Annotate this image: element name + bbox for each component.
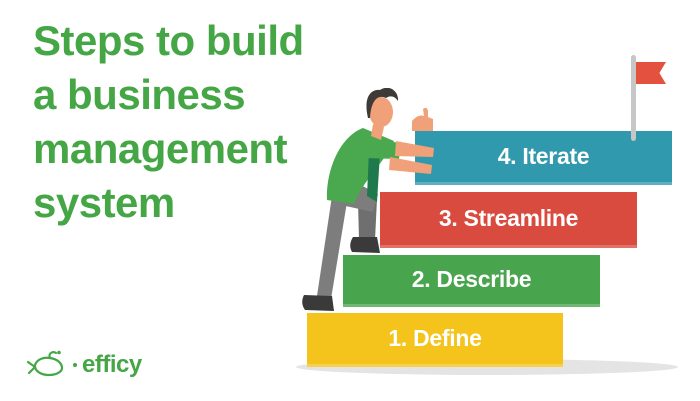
title-line: a business — [33, 71, 246, 118]
person-hair — [366, 88, 399, 118]
step-bar-4: 4. Iterate — [415, 131, 672, 185]
person-forearm-lower — [389, 157, 432, 174]
step-label: 2. Describe — [411, 266, 532, 292]
flag-pole — [631, 55, 636, 141]
person-hand — [412, 107, 433, 131]
climbing-person-illustration — [302, 88, 434, 311]
title-line: management — [33, 125, 288, 172]
person-front-shoe — [350, 237, 380, 253]
person-back-leg — [317, 196, 347, 299]
step-label: 1. Define — [388, 325, 482, 351]
person-tie — [367, 150, 380, 202]
flag-icon — [636, 62, 666, 84]
step-label: 4. Iterate — [497, 143, 590, 169]
step-bar-2: 2. Describe — [343, 255, 600, 307]
step-label: 3. Streamline — [438, 205, 579, 231]
person-neck — [371, 124, 384, 140]
whale-icon — [26, 350, 64, 377]
title-line: Steps to build — [33, 17, 304, 64]
logo-dot — [73, 363, 77, 367]
step-bar-1: 1. Define — [307, 313, 563, 367]
person-forearm-upper — [395, 141, 434, 157]
brand-name: efficy — [82, 351, 142, 378]
whale-spout — [48, 351, 58, 360]
step-bar-3: 3. Streamline — [380, 192, 637, 248]
person-back-shoe — [302, 295, 334, 311]
person-sleeve — [362, 138, 401, 159]
whale-tail — [26, 360, 37, 375]
whale-spout-dot — [57, 350, 61, 355]
brand-logo: efficy — [26, 350, 142, 380]
whale-body — [33, 356, 64, 377]
title-line: system — [33, 179, 175, 226]
person-head — [369, 97, 393, 127]
page-title: Steps to build a business management sys… — [33, 14, 373, 230]
